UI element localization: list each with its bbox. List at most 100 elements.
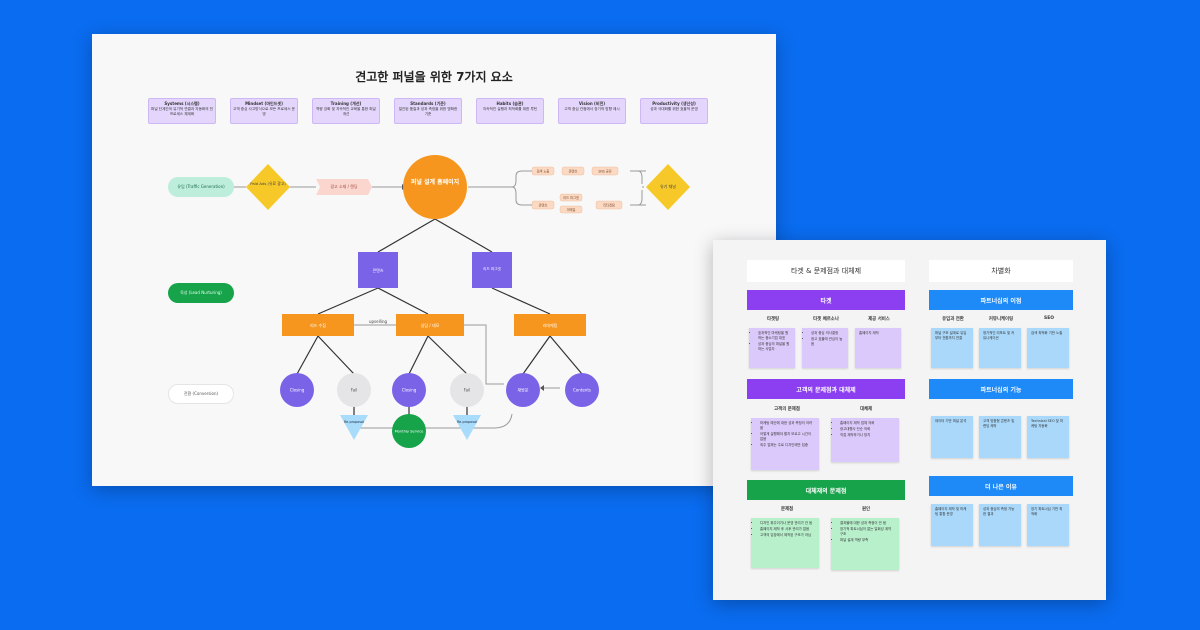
- row-label-nurturing: 육성 (Lead Nurturing): [168, 283, 234, 303]
- funnel-flowchart: Paid Ads (유료 광고) 광고 소재 / 랜딩 퍼널 설계 홈페이지 유…: [234, 155, 690, 448]
- closing-label-1: Closing: [290, 388, 305, 393]
- factor-desc: 지속적인 실행과 최적화를 위한 루틴: [482, 107, 538, 112]
- note-item: 외주 업체는 주로 디자인에만 집중: [760, 443, 815, 448]
- factor-title: Training (개선): [330, 101, 362, 106]
- problem-col-1: 고객의 문제점: [774, 407, 800, 412]
- remarketing-bar: [514, 314, 586, 336]
- partnership-note-1: 퍼널 구조 설계로 유입부터 전환까지 연결: [931, 328, 973, 368]
- target-note-1: 효과적인 마케팅을 원하는 중소기업 대표 성과 중심의 퍼널을 원하는 사업자: [749, 328, 795, 368]
- board-title: 견고한 퍼널을 위한 7가지 요소: [355, 70, 513, 84]
- note-item: 고객의 입장에서 제작된 구조가 아님: [760, 533, 815, 538]
- factor-desc: 고객 중심 관점에서 장기적 방향 제시: [564, 107, 620, 112]
- target-col-2: 타겟 페르소나: [813, 317, 839, 322]
- monthly-service-circle: [392, 414, 426, 448]
- upselling-label: upselling: [369, 319, 387, 324]
- organic-diamond: [646, 164, 690, 210]
- target-band: 타겟: [747, 290, 905, 310]
- alt-col-1: 문제점: [780, 507, 794, 512]
- row-label-conversion: 전환 (Conversion): [168, 384, 234, 404]
- factor-card-systems: Systems (시스템) 퍼널 단계간의 유기적 연결과 자동화의 전 프로세…: [148, 98, 216, 124]
- alt-band: 대체재의 문제점: [747, 480, 905, 500]
- row-label-traffic: 유입 (Traffic Generation): [168, 177, 234, 197]
- note-item: 디자인 위주이거나 운영 관리가 안 됨: [760, 521, 815, 526]
- tag-3: SNS 공유: [598, 170, 611, 174]
- note-item: 광고대행사 단순 의뢰: [840, 427, 895, 432]
- organic-label: 유기 채널: [660, 183, 676, 189]
- monthly-label: Monthly Service: [395, 430, 425, 434]
- factor-card-vision: Vision (비전) 고객 중심 관점에서 장기적 방향 제시: [558, 98, 626, 124]
- factor-desc: 퍼널 단계간의 유기적 연결과 자동화의 전 프로세스 체계화: [151, 107, 213, 117]
- factor-desc: 고객 중심 사고방식으로 모든 프로세스 운영: [233, 107, 295, 117]
- fail-circle-2: [450, 373, 484, 407]
- function-band: 파트너십의 기능: [929, 379, 1073, 399]
- tag-6: 이메일: [567, 207, 576, 212]
- funnel-box-right: [472, 252, 512, 288]
- factor-desc: 일관된 품질과 성과 측정을 위한 명확한 기준: [398, 107, 458, 117]
- better-note-1: 홈페이지 제작 및 마케팅 통합 운영: [931, 504, 973, 546]
- target-col-1: 타겟팅: [766, 317, 780, 322]
- partnership-note-3: 검색 최적화 기반 노출: [1027, 328, 1069, 368]
- tag-1: 검색 노출: [537, 169, 550, 174]
- target-board: 타겟 & 문제점과 대체제 차별화 타겟 타겟팅 타겟 페르소나 제공 서비스 …: [713, 240, 1106, 600]
- note-item: 성과 중심 의사결정: [811, 331, 844, 336]
- note-item: 광고 효율에 관심이 높음: [811, 337, 844, 347]
- factor-title: Mindset (마인드셋): [245, 101, 283, 106]
- note-item: 마케팅 예산에 대한 성과 측정이 어려움: [760, 421, 815, 431]
- factor-title: Standards (기준): [410, 101, 446, 106]
- left-column-title: 타겟 & 문제점과 대체제: [747, 260, 905, 282]
- note-item: 홈페이지 제작 후 사후 관리가 없음: [760, 527, 815, 532]
- problem-note-1: 마케팅 예산에 대한 성과 측정이 어려움 어떻게 실행해야 할지 모르고 시간…: [751, 418, 819, 470]
- paid-ads-label: Paid Ads (유료 광고): [250, 181, 286, 186]
- tag-2: 콘텐츠: [569, 169, 578, 174]
- factor-desc: 성과 극대화를 위한 효율적 운영: [650, 107, 698, 112]
- consult-label: 상담 / 데모: [421, 322, 440, 328]
- partnership-col-2: 커뮤니케이팅: [988, 317, 1014, 322]
- target-note-2: 성과 중심 의사결정 광고 효율에 관심이 높음: [802, 328, 848, 368]
- closing-label-2: Closing: [402, 388, 417, 393]
- better-band: 더 나은 이유: [929, 476, 1073, 496]
- note-item: 장기적 파트너십이 없는 일회성 계약 구조: [840, 527, 895, 537]
- note-item: 효과적인 마케팅을 원하는 중소기업 대표: [758, 331, 791, 341]
- problem-note-2: 홈페이지 제작 업체 의뢰 광고대행사 단순 의뢰 직접 제작하거나 방치: [831, 418, 899, 462]
- reproposal-triangle-2: [453, 415, 481, 440]
- reproposal-label-1: Re-proposal: [344, 420, 364, 424]
- factor-title: Productivity (생산성): [652, 101, 696, 106]
- factor-card-habits: Habits (습관) 지속적인 실행과 최적화를 위한 루틴: [476, 98, 544, 124]
- note-item: 성과 중심의 퍼널을 원하는 사업자: [758, 342, 791, 352]
- funnel-board: 견고한 퍼널을 위한 7가지 요소 Systems (시스템) 퍼널 단계간의 …: [92, 34, 776, 486]
- better-note-2: 성과 중심의 측정 가능한 결과: [979, 504, 1021, 546]
- note-item: 결과물에 대한 성과 측정이 안 됨: [840, 521, 895, 526]
- note-item: 직접 제작하거나 방치: [840, 433, 895, 438]
- box-left-label: 콘텐츠: [372, 267, 383, 273]
- paid-ads-diamond: [246, 164, 290, 210]
- better-note-3: 장기 파트너십 기반 최적화: [1027, 504, 1069, 546]
- ad-landing-label: 광고 소재 / 랜딩: [330, 183, 358, 189]
- reproposal-label-2: Re-proposal: [457, 420, 477, 424]
- partnership-col-1: 유입과 전환: [942, 317, 964, 322]
- note-item: 어떻게 실행해야 할지 모르고 시간이 없음: [760, 432, 815, 442]
- ad-landing-arrow: [316, 179, 372, 195]
- lead-capture-bar: [282, 314, 354, 336]
- factor-card-mindset: Mindset (마인드셋) 고객 중심 사고방식으로 모든 프로세스 운영: [230, 98, 298, 124]
- partnership-note-2: 정기적인 리포트 및 커뮤니케이션: [979, 328, 1021, 368]
- alt-note-2: 결과물에 대한 성과 측정이 안 됨 장기적 파트너십이 없는 일회성 계약 구…: [831, 518, 899, 570]
- tag-5: 리드 마그넷: [563, 195, 579, 200]
- factor-card-standards: Standards (기준) 일관된 품질과 성과 측정을 위한 명확한 기준: [394, 98, 462, 124]
- tag-7: 리타겟팅: [603, 203, 615, 208]
- fail-label-1: Fail: [351, 388, 358, 393]
- fail-label-2: Fail: [464, 388, 471, 393]
- factor-desc: 역량 강화 및 지속적인 교육을 통한 퍼널 개선: [316, 107, 376, 117]
- reproposal-triangle-1: [340, 415, 368, 440]
- factor-title: Habits (습관): [496, 101, 524, 106]
- partnership-col-3: SEO: [1044, 316, 1054, 321]
- partnership-band: 파트너십의 이점: [929, 290, 1073, 310]
- revisit-label: 재방문: [517, 387, 528, 393]
- remarketing-label: 리마케팅: [543, 322, 558, 328]
- box-right-label: 리드 마그넷: [483, 266, 501, 271]
- contents-circle: [565, 373, 599, 407]
- factor-title: Vision (비전): [578, 101, 606, 106]
- note-item: 퍼널 설계 역량 부족: [840, 538, 895, 543]
- consult-bar: [396, 314, 464, 336]
- funnel-box-left: [358, 252, 398, 288]
- problem-band: 고객의 문제점과 대체제: [747, 379, 905, 399]
